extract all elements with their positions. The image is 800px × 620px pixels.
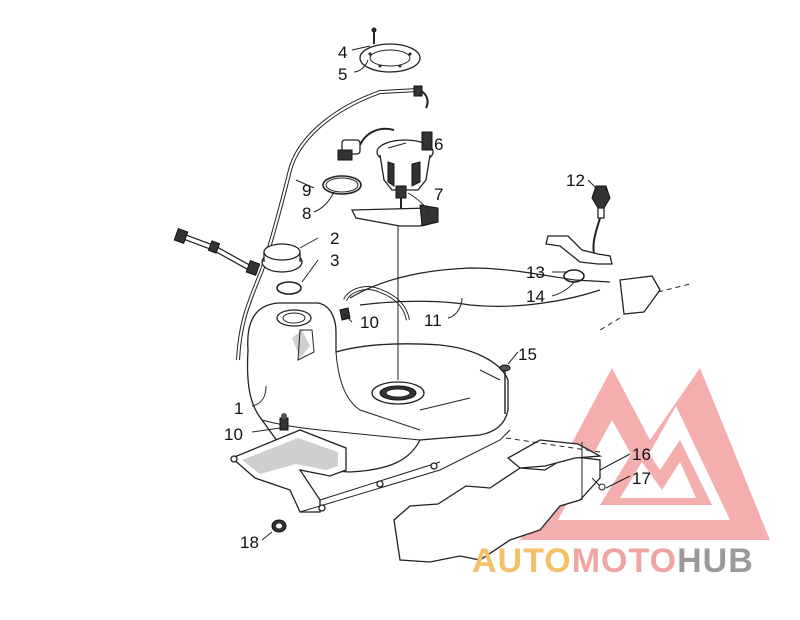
watermark-moto: MOTO bbox=[572, 542, 677, 580]
svg-text:AUTOMOTOHUB: AUTOMOTOHUB bbox=[472, 542, 754, 580]
watermark-text: AUTOMOTOHUB bbox=[472, 542, 754, 580]
bolt bbox=[499, 364, 511, 414]
callout-5: 5 bbox=[338, 65, 347, 84]
grommet bbox=[271, 519, 287, 533]
screw bbox=[371, 27, 377, 44]
fastener bbox=[591, 477, 606, 491]
callout-18: 18 bbox=[240, 533, 259, 552]
hose-bracket bbox=[545, 235, 691, 331]
vent-valve bbox=[591, 185, 611, 263]
callout-1: 1 bbox=[234, 399, 243, 418]
hoses bbox=[173, 85, 611, 361]
callout-2: 2 bbox=[330, 229, 339, 248]
filler-seal bbox=[276, 281, 302, 295]
callout-14: 14 bbox=[526, 287, 545, 306]
leader-lines bbox=[251, 45, 631, 541]
callout-6: 6 bbox=[434, 135, 443, 154]
fuel-sender bbox=[350, 204, 439, 380]
callout-13: 13 bbox=[526, 263, 545, 282]
callout-9: 9 bbox=[302, 181, 311, 200]
callout-labels: 4 5 6 7 9 8 2 3 12 13 14 10 11 15 1 10 1… bbox=[224, 43, 651, 552]
fitting-lower bbox=[279, 413, 289, 431]
o-ring bbox=[322, 175, 362, 195]
callout-7: 7 bbox=[434, 185, 443, 204]
callout-12: 12 bbox=[566, 171, 585, 190]
watermark-auto: AUTO bbox=[472, 542, 572, 580]
callout-17: 17 bbox=[632, 469, 651, 488]
callout-8: 8 bbox=[302, 204, 311, 223]
callout-16: 16 bbox=[632, 445, 651, 464]
callout-4: 4 bbox=[338, 43, 347, 62]
callout-3: 3 bbox=[330, 251, 339, 270]
fuel-tank bbox=[246, 302, 509, 473]
callout-10-top: 10 bbox=[360, 313, 379, 332]
mounting-ring bbox=[359, 43, 421, 73]
tank-tray bbox=[230, 429, 511, 513]
callout-15: 15 bbox=[518, 345, 537, 364]
filler-cap bbox=[261, 243, 303, 273]
callout-10-lower: 10 bbox=[224, 425, 243, 444]
watermark-hub: HUB bbox=[677, 542, 754, 580]
skid-plate bbox=[393, 437, 603, 563]
callout-11: 11 bbox=[424, 311, 442, 330]
fuel-pump bbox=[337, 127, 434, 218]
